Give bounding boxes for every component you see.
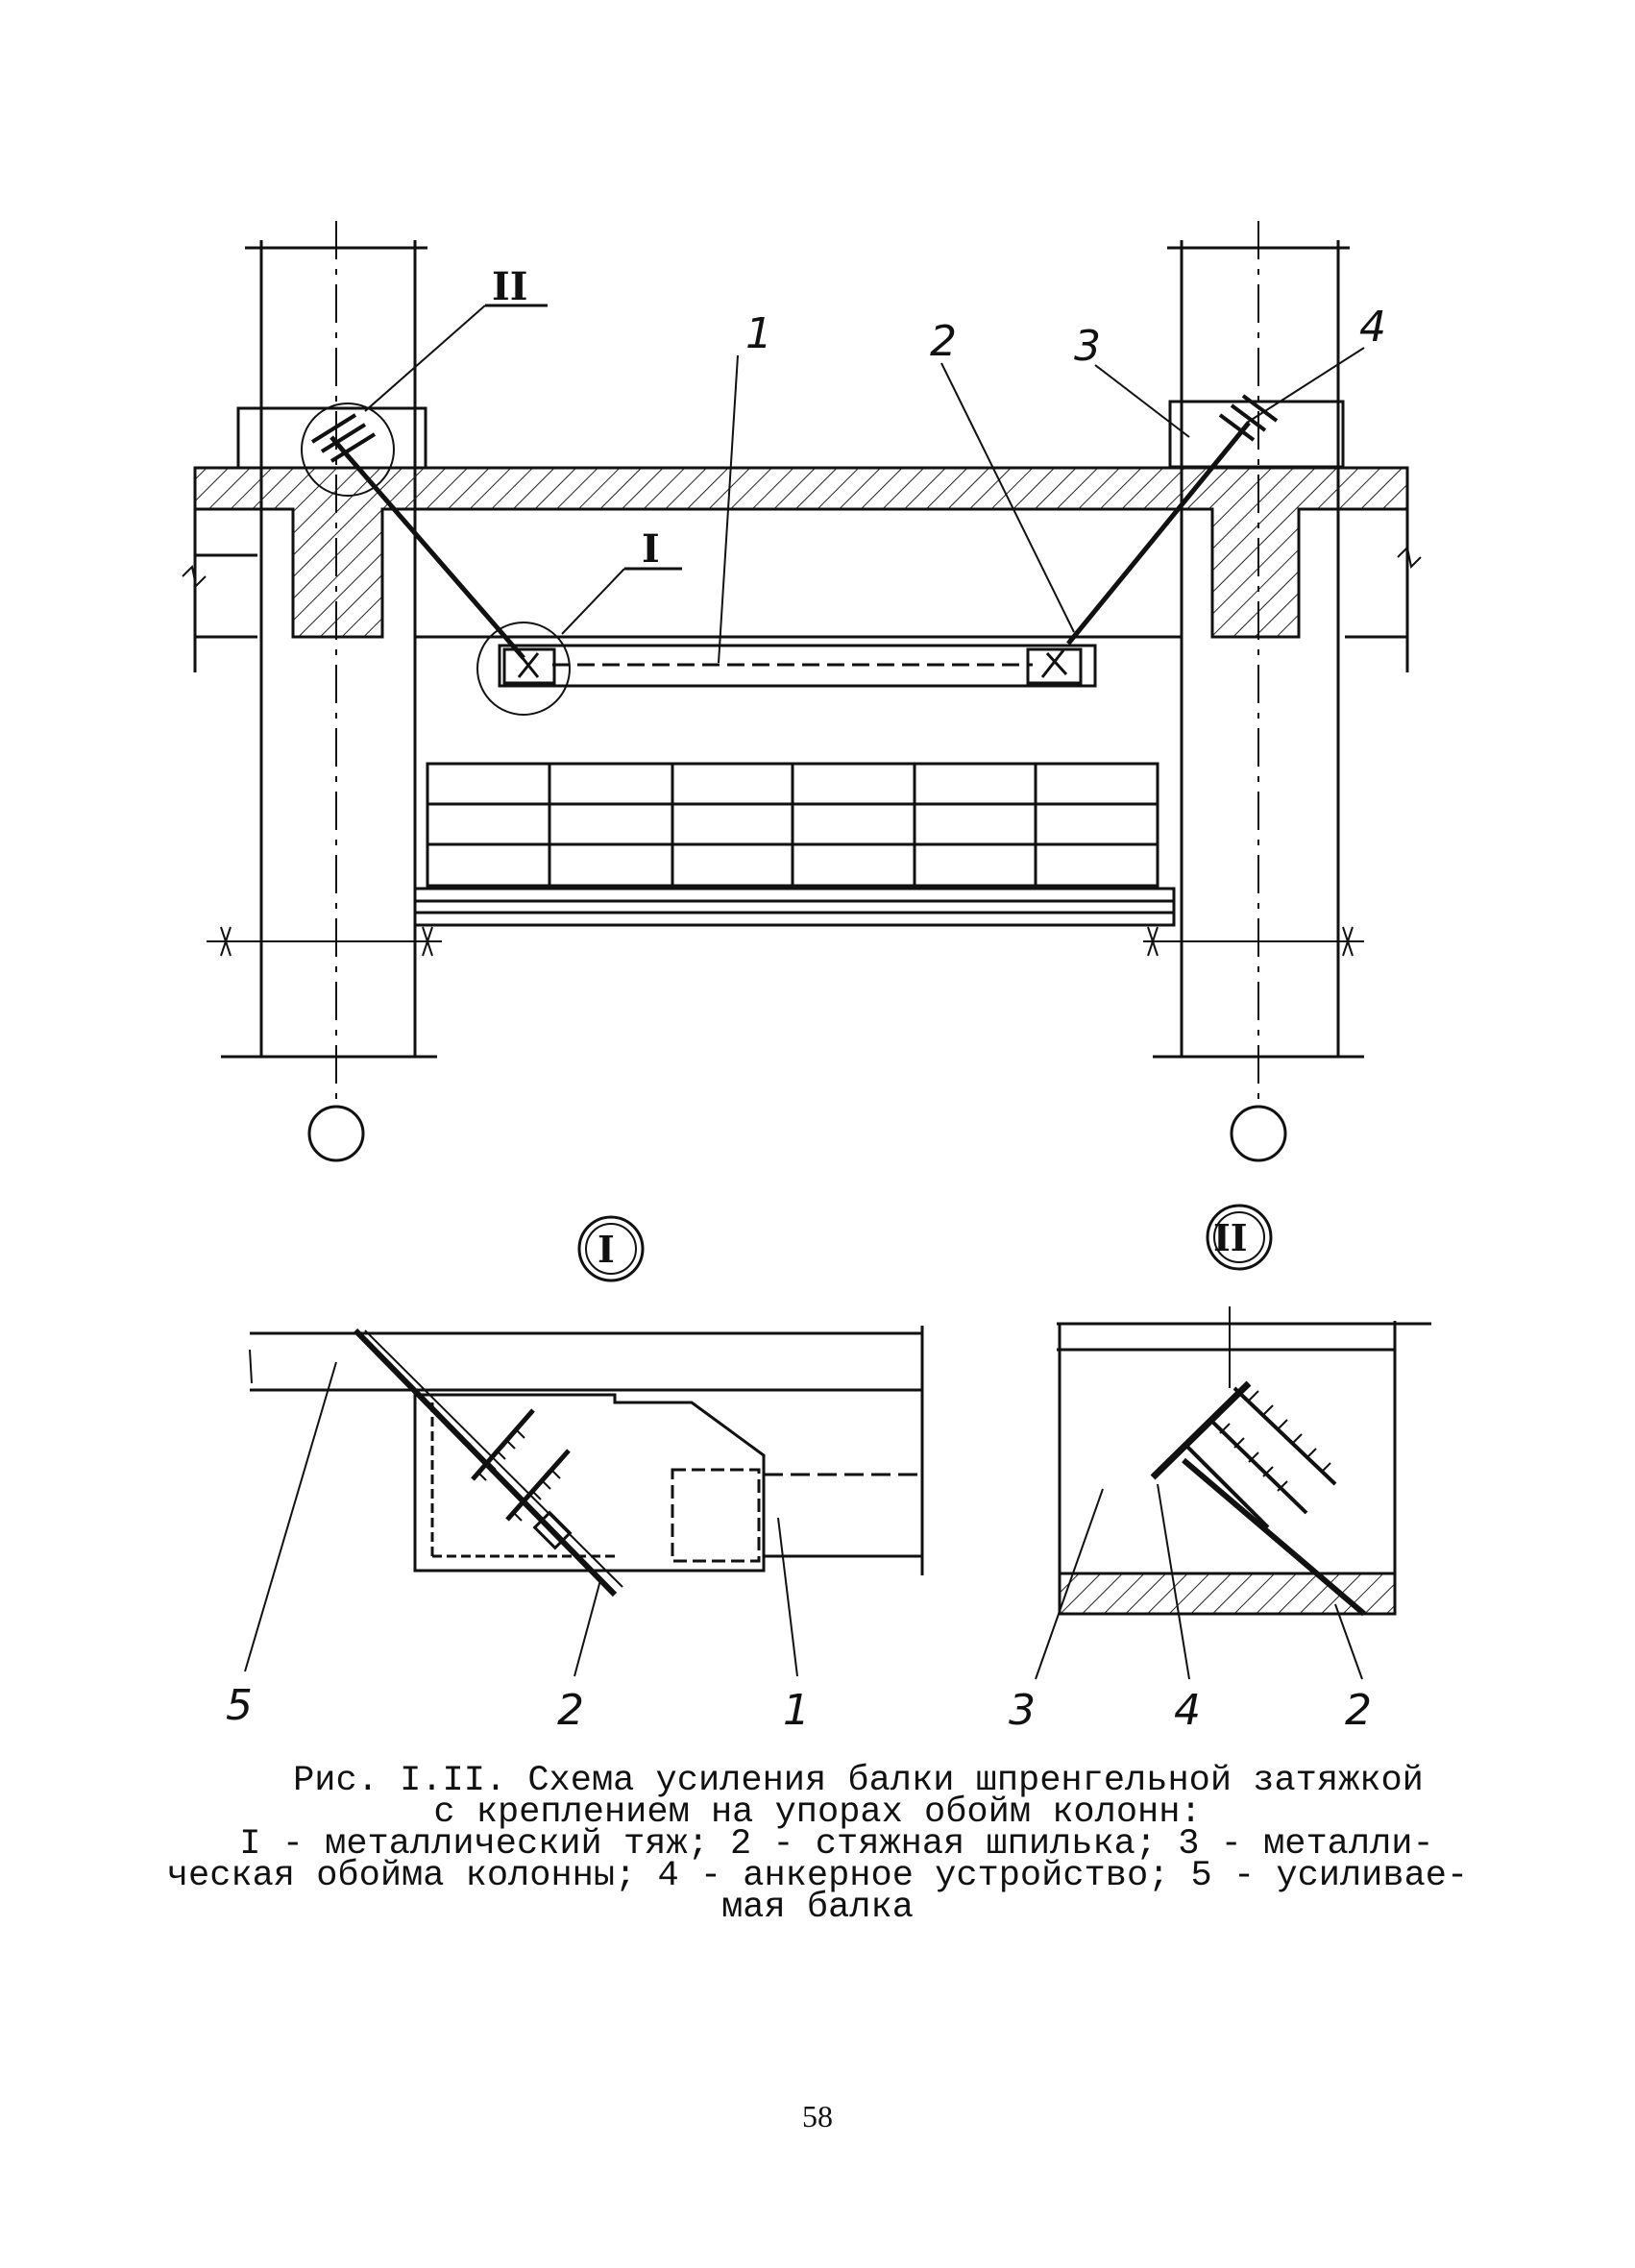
right-column-clamp: [1168, 400, 1345, 469]
main-elevation: [182, 221, 1422, 1162]
caption-line-4: ческая обойма колонны; 4 - анкерное устр…: [166, 1856, 1469, 1896]
callout-3: 3: [1074, 322, 1101, 371]
detail-mark-lower: I: [642, 526, 660, 572]
detail-I: [244, 1215, 924, 1677]
detail-I-callout-1: 1: [783, 1686, 810, 1735]
axis-bubble-left: [307, 1105, 365, 1162]
crane-beam: [413, 887, 1176, 927]
right-column: [1153, 221, 1364, 1100]
callout-2: 2: [930, 317, 957, 366]
callout-4: 4: [1359, 303, 1386, 352]
detail-I-mark: I: [598, 1228, 615, 1271]
detail-II-callout-3: 3: [1009, 1686, 1036, 1735]
caption-line-1: Рис. I.II. Схема усиления балки шпренгел…: [293, 1761, 1424, 1801]
detail-II-callout-2: 2: [1345, 1686, 1372, 1735]
detail-II-mark: II: [1213, 1216, 1248, 1259]
callout-1: 1: [745, 309, 772, 358]
page-number: 58: [802, 2099, 833, 2134]
detail-mark-upper: II: [492, 264, 527, 309]
floor-slab: [193, 466, 1409, 639]
detail-II: [1035, 1204, 1431, 1680]
anchor-right: [1218, 394, 1279, 442]
detail-II-callout-4: 4: [1174, 1686, 1201, 1735]
tie-rods: [329, 421, 1251, 660]
horizontal-tie: [498, 644, 1097, 688]
left-column: [221, 221, 437, 1100]
detail-I-callout-5: 5: [226, 1681, 253, 1730]
anchor-left: [310, 413, 377, 463]
detail-circle-lower: [476, 622, 571, 716]
figure-caption: Рис. I.II. Схема усиления балки шпренгел…: [0, 1761, 1635, 1928]
caption-line-5: мая балка: [721, 1888, 914, 1928]
axis-bubble-right: [1230, 1105, 1287, 1162]
caption-line-3: I - металлический тяж; 2 - стяжная шпиль…: [239, 1824, 1434, 1865]
caption-line-2: с креплением на упорах обойм колонн:: [433, 1792, 1202, 1833]
stacked-load: [426, 762, 1159, 888]
detail-circle-upper: [301, 402, 395, 497]
detail-I-callout-2: 2: [557, 1686, 584, 1735]
